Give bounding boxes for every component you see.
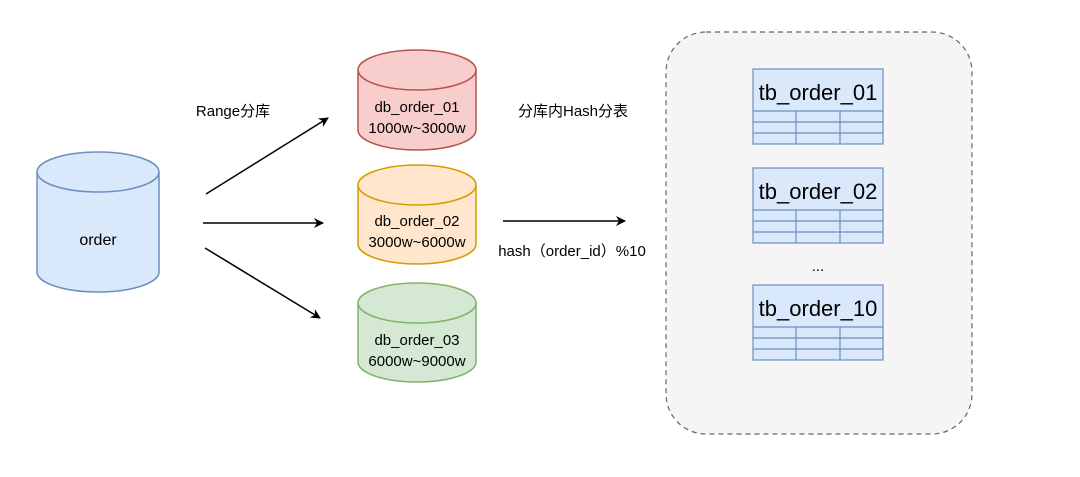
tb-order-02-frame: [752, 167, 884, 244]
order-cylinder-body: [36, 151, 160, 293]
more-tables-ellipsis: ...: [812, 258, 825, 275]
db-order-01-name: db_order_01: [374, 99, 459, 116]
tb-order-10-frame: [752, 284, 884, 361]
tb-order-01-table: tb_order_01: [752, 68, 884, 145]
db-order-02-name: db_order_02: [374, 213, 459, 230]
range-sharding-label: Range分库: [196, 103, 270, 120]
hash-split-title: 分库内Hash分表: [518, 103, 628, 120]
hash-formula-label: hash（order_id）%10: [498, 243, 646, 260]
order-label: order: [79, 232, 117, 249]
db-order-01-body: [357, 49, 477, 151]
db-order-02-body: [357, 164, 477, 265]
db-order-01-range: 1000w~3000w: [368, 120, 465, 137]
order-cylinder-rim: [36, 171, 160, 193]
db-order-03-cylinder: db_order_03 6000w~9000w: [357, 282, 477, 383]
tb-order-02-table: tb_order_02: [752, 167, 884, 244]
db-order-03-name: db_order_03: [374, 332, 459, 349]
tb-order-10-table: tb_order_10: [752, 284, 884, 361]
db-order-01-cylinder: db_order_01 1000w~3000w: [357, 49, 477, 151]
tb-order-01-name: tb_order_01: [759, 80, 878, 105]
order-source-cylinder: order: [36, 151, 160, 293]
db-order-02-cylinder: db_order_02 3000w~6000w: [357, 164, 477, 265]
tb-order-02-name: tb_order_02: [759, 179, 878, 204]
db-order-03-body: [357, 282, 477, 383]
tb-order-10-name: tb_order_10: [759, 296, 878, 321]
db-order-01-rim: [357, 69, 477, 91]
db-order-03-rim: [357, 302, 477, 324]
arrow-to-db-order-03: [204, 247, 321, 319]
db-order-02-rim: [357, 184, 477, 206]
arrow-to-db-order-01: [205, 117, 329, 195]
db-order-02-range: 3000w~6000w: [368, 234, 465, 251]
db-order-03-range: 6000w~9000w: [368, 353, 465, 370]
tb-order-01-frame: [752, 68, 884, 145]
